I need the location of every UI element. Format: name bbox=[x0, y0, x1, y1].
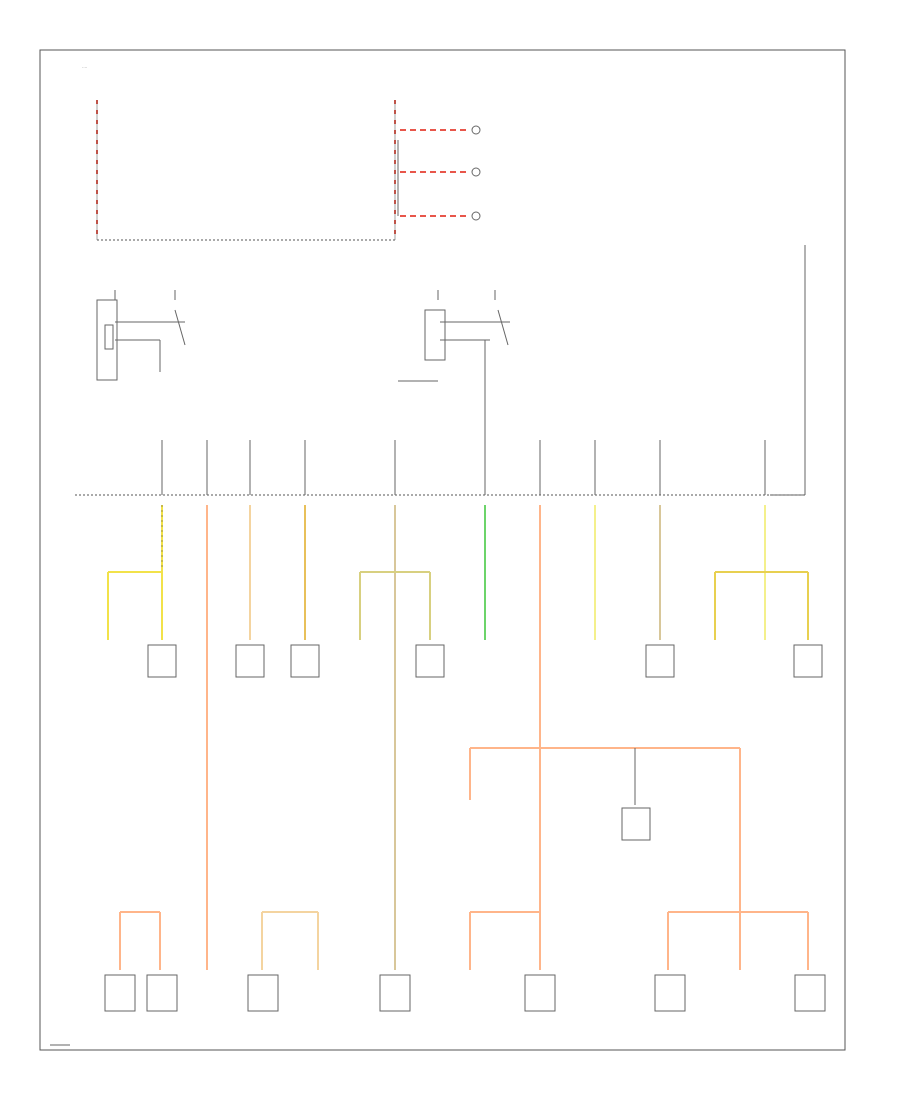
svg-text:‥‥: ‥‥ bbox=[82, 64, 88, 69]
circuit-5 bbox=[359, 505, 445, 1012]
circuit-7 bbox=[469, 505, 826, 1012]
diagram-border bbox=[39, 49, 846, 1051]
power-source-right bbox=[770, 245, 806, 496]
bottom-mid-branch bbox=[247, 911, 319, 1012]
bottom-left-branch bbox=[104, 911, 178, 1012]
fuse-terminal-3 bbox=[471, 211, 481, 221]
fuse-terminal-2 bbox=[471, 167, 481, 177]
power-source-center bbox=[394, 100, 481, 240]
ignition-switch-center bbox=[424, 290, 510, 495]
fuse-row bbox=[161, 440, 766, 495]
fuse-terminal-1 bbox=[471, 125, 481, 135]
circuit-4 bbox=[290, 505, 320, 678]
circuit-3 bbox=[235, 505, 265, 678]
circuit-10 bbox=[714, 505, 823, 678]
circuit-9 bbox=[645, 505, 675, 678]
circuit-1 bbox=[107, 505, 177, 678]
ignition-switch-left bbox=[96, 290, 186, 381]
component-box bbox=[147, 644, 177, 678]
power-source-left: ‥‥ bbox=[82, 64, 98, 240]
